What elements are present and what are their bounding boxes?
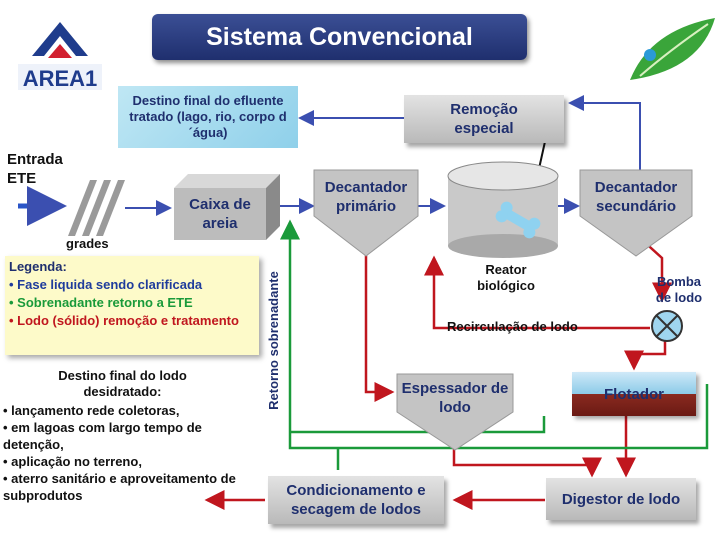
decantador-primario-text: Decantador primário xyxy=(324,179,408,215)
legend-item-supernatant: • Sobrenadante retorno a ETE xyxy=(9,295,193,310)
digestor-text: Digestor de lodo xyxy=(561,490,681,508)
remocao-especial-text: Remoção especial xyxy=(450,101,518,137)
condicionamento-box: Condicionamento e secagem de lodos xyxy=(268,476,444,524)
reator-biologico-label: Reator biológico xyxy=(477,262,535,293)
entrada-ete-label: Entrada ETE xyxy=(7,151,63,187)
leaf-decoration xyxy=(620,10,720,92)
retorno-sobrenadante-label: Retorno sobrenadante xyxy=(262,245,284,435)
flotador-text: Flotador xyxy=(604,385,664,403)
recirculacao-lodo-label: Recirculação de lodo xyxy=(447,319,578,334)
destino-lodo-item: • aplicação no terreno, xyxy=(3,454,142,469)
condicionamento-text: Condicionamento e secagem de lodos xyxy=(286,482,426,518)
destino-lodo-list: • lançamento rede coletoras, • em lagoas… xyxy=(3,402,265,504)
digestor-box: Digestor de lodo xyxy=(546,478,696,520)
destino-lodo-title: Destino final do lodo desidratado: xyxy=(58,368,187,399)
legend-title: Legenda: xyxy=(9,259,67,274)
decantador-primario-shape: Decantador primário xyxy=(312,168,422,258)
caixa-areia-text: Caixa de areia xyxy=(189,196,251,232)
reator-biologico-tank xyxy=(446,160,560,260)
legend-item-liquid: • Fase liquida sendo clarificada xyxy=(9,277,203,292)
legend-box: Legenda: • Fase liquida sendo clarificad… xyxy=(5,256,259,355)
destino-lodo-item: • em lagoas com largo tempo de detenção, xyxy=(3,420,202,452)
pump-icon xyxy=(649,308,685,344)
grades-bars xyxy=(68,180,125,236)
grades-label: grades xyxy=(66,236,109,251)
destino-lodo-item: • lançamento rede coletoras, xyxy=(3,403,180,418)
destino-efluente-text: Destino final do efluente tratado (lago,… xyxy=(129,93,287,140)
destino-lodo-item: • aterro sanitário e aproveitamento de s… xyxy=(3,471,236,503)
espessador-text: Espessador de lodo xyxy=(401,380,509,416)
bomba-lodo-label: Bomba de lodo xyxy=(655,274,703,305)
destino-efluente-box: Destino final do efluente tratado (lago,… xyxy=(118,86,298,148)
logo-text: AREA1 xyxy=(23,66,98,91)
caixa-areia-box: Caixa de areia xyxy=(174,174,280,240)
legend-item-sludge: • Lodo (sólido) remoção e tratamento xyxy=(9,313,239,328)
retorno-sobrenadante-text: Retorno sobrenadante xyxy=(265,270,281,410)
decantador-secundario-shape: Decantador secundário xyxy=(578,168,696,258)
page-title: Sistema Convencional xyxy=(152,14,527,60)
espessador-shape: Espessador de lodo xyxy=(395,372,517,452)
flotador-box: Flotador xyxy=(572,372,696,416)
decantador-secundario-text: Decantador secundário xyxy=(594,179,678,215)
area1-logo: AREA1 xyxy=(14,14,106,94)
bone-icon xyxy=(495,201,541,239)
remocao-especial-box: Remoção especial xyxy=(404,95,564,143)
